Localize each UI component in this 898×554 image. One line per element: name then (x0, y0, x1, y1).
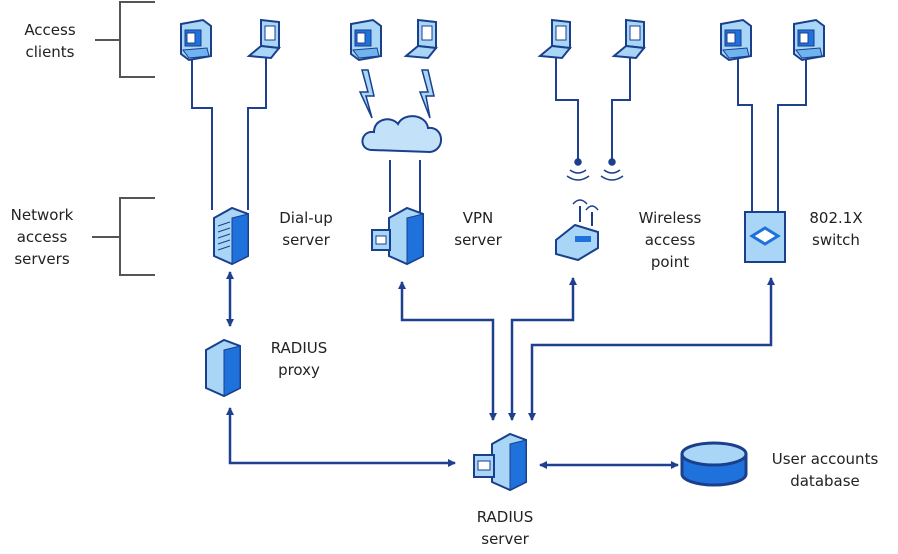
desktop-computer-icon (350, 19, 382, 61)
database-icon (680, 441, 748, 487)
switch-icon (744, 211, 786, 263)
vpn-server-icon (371, 207, 424, 265)
proxy-radius-arrow (226, 407, 456, 467)
radius-proxy-icon (205, 339, 241, 397)
dialup-server-icon (213, 207, 249, 265)
bracket-access-clients (95, 1, 155, 78)
laptop-icon (539, 19, 571, 59)
desktop-computer-icon (180, 19, 212, 61)
wireless-signal-icon (566, 158, 624, 181)
wireless-router-icon (555, 199, 599, 262)
radius-links (226, 271, 775, 469)
laptop-icon (405, 19, 437, 59)
cloud-icon (361, 115, 442, 154)
laptop-icon (248, 19, 280, 59)
lightning-icon (358, 69, 435, 119)
desktop-computer-icon (720, 19, 752, 61)
client-links (191, 58, 807, 212)
wireless-radius-arrow (508, 277, 577, 421)
vpn-radius-arrow (398, 281, 497, 421)
radius-server-icon (473, 433, 527, 491)
laptop-icon (613, 19, 645, 59)
desktop-computer-icon (793, 19, 825, 61)
switch-radius-arrow (528, 277, 775, 421)
bracket-network-access-servers (92, 197, 155, 276)
